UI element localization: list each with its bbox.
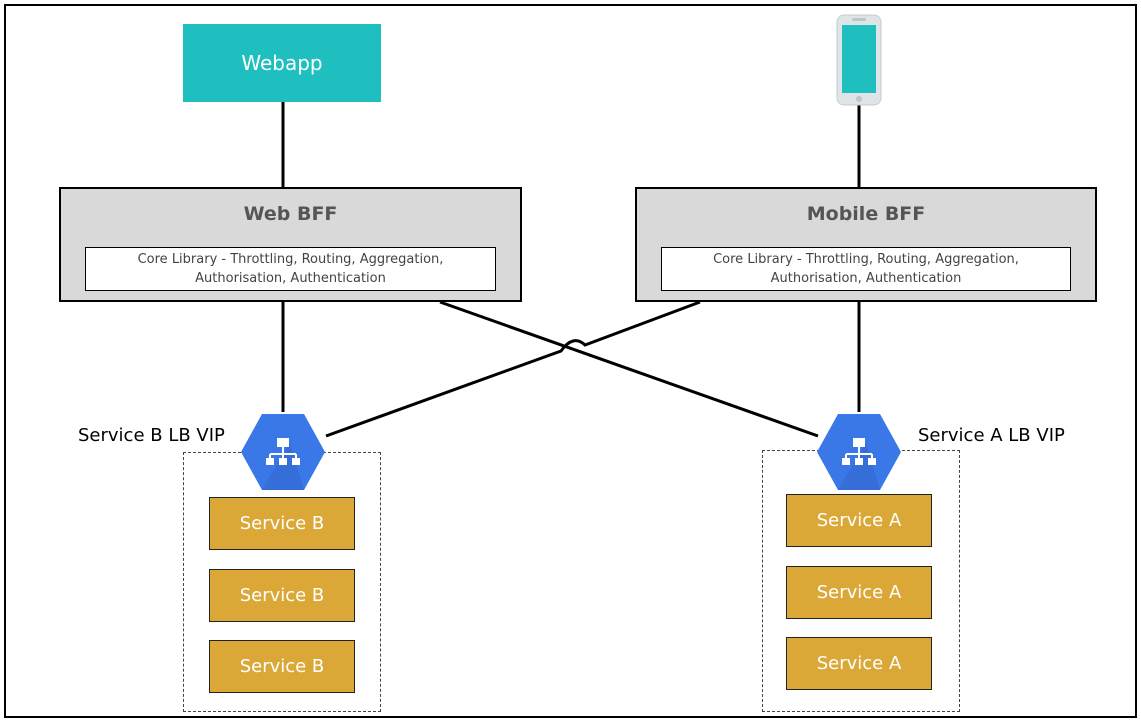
service-b-vip-label: Service B LB VIP — [78, 425, 225, 446]
diagram-frame — [4, 4, 1137, 718]
service-a-vip-label: Service A LB VIP — [918, 425, 1065, 446]
service-a-instance-label: Service A — [816, 582, 902, 603]
mobile-bff: Mobile BFF Core Library - Throttling, Ro… — [635, 187, 1097, 302]
service-b-instance: Service B — [209, 640, 355, 693]
service-b-instance: Service B — [209, 497, 355, 550]
web-bff: Web BFF Core Library - Throttling, Routi… — [59, 187, 522, 302]
web-bff-core-library: Core Library - Throttling, Routing, Aggr… — [85, 247, 496, 291]
load-balancer-icon — [241, 414, 325, 490]
load-balancer-icon — [817, 414, 901, 490]
service-b-instance-label: Service B — [239, 585, 325, 606]
service-a-instance: Service A — [786, 566, 932, 619]
web-bff-core-library-line-2: Authorisation, Authentication — [195, 271, 386, 286]
service-b-instance-label: Service B — [239, 513, 325, 534]
service-a-instance: Service A — [786, 494, 932, 547]
service-b-instance-label: Service B — [239, 656, 325, 677]
web-bff-title: Web BFF — [243, 203, 338, 225]
mobile-bff-core-library-line-1: Core Library - Throttling, Routing, Aggr… — [713, 252, 1019, 267]
mobile-bff-core-library-line-2: Authorisation, Authentication — [770, 271, 962, 286]
service-b-instance: Service B — [209, 569, 355, 622]
webapp-client: Webapp — [183, 24, 381, 102]
phone-icon — [836, 14, 882, 106]
connector-webbff-servicea — [439, 300, 819, 438]
web-bff-core-library-line-1: Core Library - Throttling, Routing, Aggr… — [137, 252, 444, 267]
service-a-instance-label: Service A — [816, 653, 902, 674]
webapp-label: Webapp — [241, 51, 323, 75]
service-a-instance: Service A — [786, 637, 932, 690]
connector-mobilebff-serviceb — [325, 300, 701, 438]
service-a-instance-label: Service A — [816, 510, 902, 531]
mobile-bff-core-library: Core Library - Throttling, Routing, Aggr… — [661, 247, 1071, 291]
mobile-bff-title: Mobile BFF — [806, 203, 926, 225]
